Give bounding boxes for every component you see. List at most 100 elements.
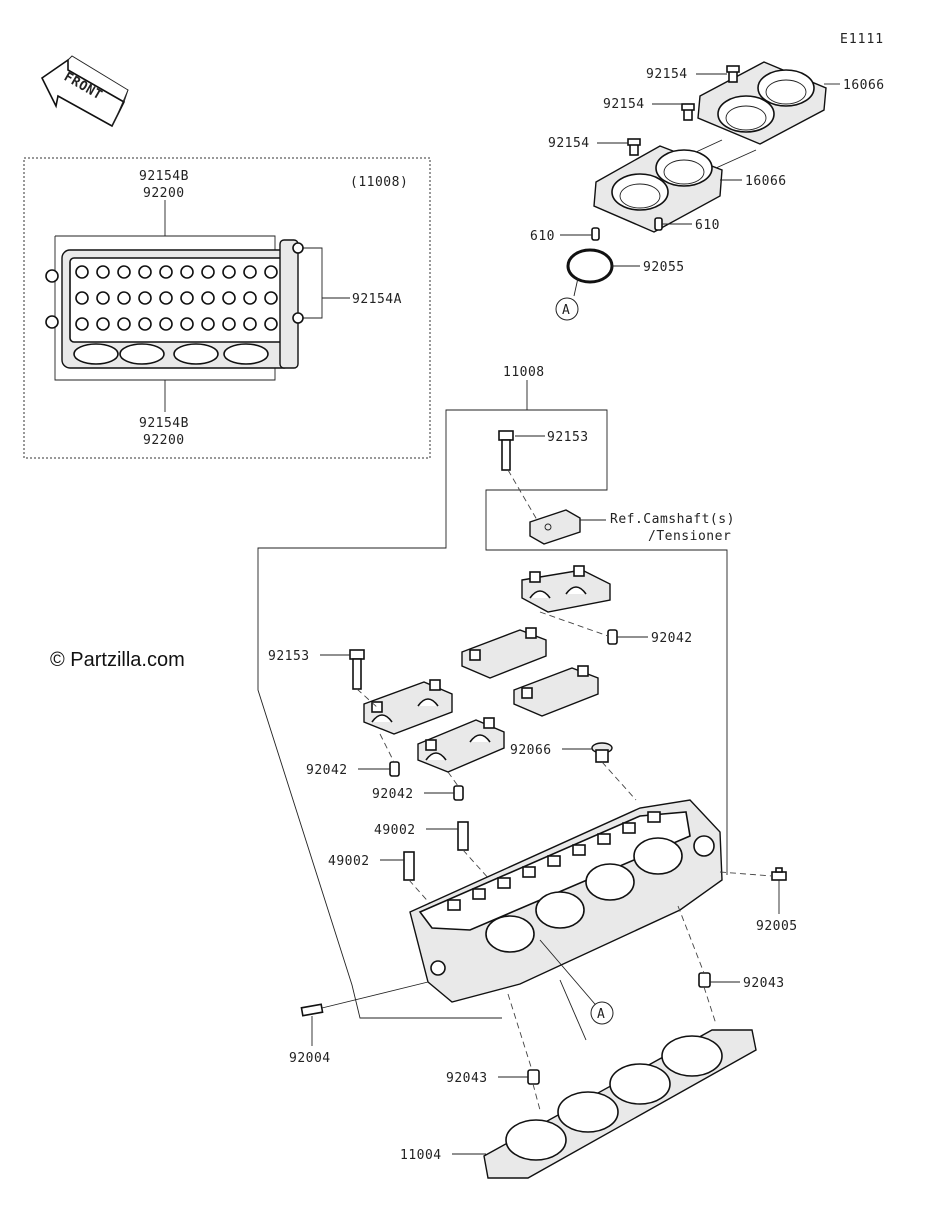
top-view-bolt-head [96, 265, 110, 279]
callout-92154-c: 92154 [548, 136, 590, 151]
top-view-bolt-head [117, 265, 131, 279]
top-view-bolt-head [243, 265, 257, 279]
cam-cap-rear-2 [513, 665, 599, 717]
cylinder-head-top-view [45, 239, 304, 369]
callout-610-left: 610 [530, 229, 555, 244]
tensioner-ref-bracket [529, 509, 581, 545]
plug-92066 [591, 742, 613, 763]
top-view-bolt-head [96, 291, 110, 305]
top-view-bolt-head [222, 317, 236, 331]
head-cam-journal [547, 855, 561, 867]
top-view-bolt-head [222, 291, 236, 305]
callout-92043-right: 92043 [743, 976, 785, 991]
fitting-92005 [771, 867, 787, 881]
top-view-bolt-head [264, 291, 278, 305]
top-view-bolt-head [201, 265, 215, 279]
pin-610-left [591, 227, 600, 241]
bolt-92154-a [726, 65, 740, 83]
assembly-box: (11008) 92154B 92200 92154B 92200 92154A [23, 157, 431, 459]
bolt-92153-cap [349, 649, 365, 690]
assembly-ref: (11008) [350, 175, 408, 190]
dowel-92042-right [607, 629, 618, 645]
cylinder-head [409, 799, 723, 1003]
stud-92004 [300, 1003, 324, 1017]
top-view-bolt-head [117, 317, 131, 331]
callout-16066-upper: 16066 [843, 78, 885, 93]
top-view-bolt-head [159, 317, 173, 331]
callout-92066: 92066 [510, 743, 552, 758]
callout-92055: 92055 [643, 260, 685, 275]
cam-cap-front-2 [417, 717, 505, 773]
callout-92005: 92005 [756, 919, 798, 934]
top-view-bolt-head [138, 291, 152, 305]
top-view-bolt-head [243, 291, 257, 305]
cam-cap-right-top [521, 565, 611, 613]
ref-note-tensioner: /Tensioner [648, 529, 731, 544]
top-view-bolt-head [75, 265, 89, 279]
cam-cap-front-1 [363, 679, 453, 735]
callout-11004: 11004 [400, 1148, 442, 1163]
callout-92042-mid: 92042 [372, 787, 414, 802]
circle-ref-a-upper: A [555, 297, 579, 321]
top-view-bolt-head [117, 291, 131, 305]
top-view-bolt-head [96, 317, 110, 331]
assembly-top-label-1: 92154B [139, 169, 189, 184]
callout-49002-upper: 49002 [374, 823, 416, 838]
callout-92042-right: 92042 [651, 631, 693, 646]
circle-ref-a-lower: A [590, 1001, 614, 1025]
ref-note-camshaft: Ref.Camshaft(s) [610, 512, 735, 527]
callout-92042-left: 92042 [306, 763, 348, 778]
top-view-bolt-head [138, 317, 152, 331]
callout-92154-b: 92154 [603, 97, 645, 112]
callout-16066-lower: 16066 [745, 174, 787, 189]
top-view-bolt-head [138, 265, 152, 279]
top-view-bolt-head [180, 265, 194, 279]
callout-92154-a: 92154 [646, 67, 688, 82]
dowel-92043-right [698, 972, 711, 988]
pin-610-right [654, 217, 663, 231]
head-cam-journal [497, 877, 511, 889]
assembly-bottom-label-1: 92154B [139, 416, 189, 431]
callout-92004: 92004 [289, 1051, 331, 1066]
assembly-bottom-label-2: 92200 [143, 433, 185, 448]
top-view-bolt-head [264, 265, 278, 279]
svg-text:A: A [562, 303, 570, 318]
callout-92153-cap: 92153 [268, 649, 310, 664]
head-cam-journal [472, 888, 486, 900]
cam-cap-rear-1 [461, 627, 547, 679]
top-view-bolt-head [201, 291, 215, 305]
top-view-bolt-head [159, 265, 173, 279]
guide-49002-upper [457, 821, 469, 851]
head-cam-journal [522, 866, 536, 878]
svg-text:A: A [597, 1007, 605, 1022]
head-cam-journal [447, 899, 461, 911]
head-cam-journal [622, 822, 636, 834]
bolt-92154-b [681, 103, 695, 121]
top-view-bolt-head [75, 291, 89, 305]
copyright-text: © Partzilla.com [50, 649, 185, 671]
top-view-bolt-head [222, 265, 236, 279]
callout-92043-left: 92043 [446, 1071, 488, 1086]
head-cam-journal [647, 811, 661, 823]
top-view-bolt-head [201, 317, 215, 331]
diagram-code: E1111 [840, 32, 884, 47]
callout-49002-lower: 49002 [328, 854, 370, 869]
top-view-bolt-head [159, 291, 173, 305]
top-view-bolt-head [243, 317, 257, 331]
assembly-top-label-2: 92200 [143, 186, 185, 201]
top-view-bolt-head [75, 317, 89, 331]
dowel-92042-left [389, 761, 400, 777]
head-cam-journal [597, 833, 611, 845]
front-arrow-icon: FRONT [40, 55, 129, 128]
guide-49002-lower [403, 851, 415, 881]
top-view-bolt-head [180, 291, 194, 305]
bolt-92154-c [627, 138, 641, 156]
assembly-side-label: 92154A [352, 292, 402, 307]
holder-assembly [566, 61, 827, 284]
dowel-92043-left [527, 1069, 540, 1085]
callout-610-right: 610 [695, 218, 720, 233]
dowel-92042-mid [453, 785, 464, 801]
callout-11008: 11008 [503, 365, 545, 380]
